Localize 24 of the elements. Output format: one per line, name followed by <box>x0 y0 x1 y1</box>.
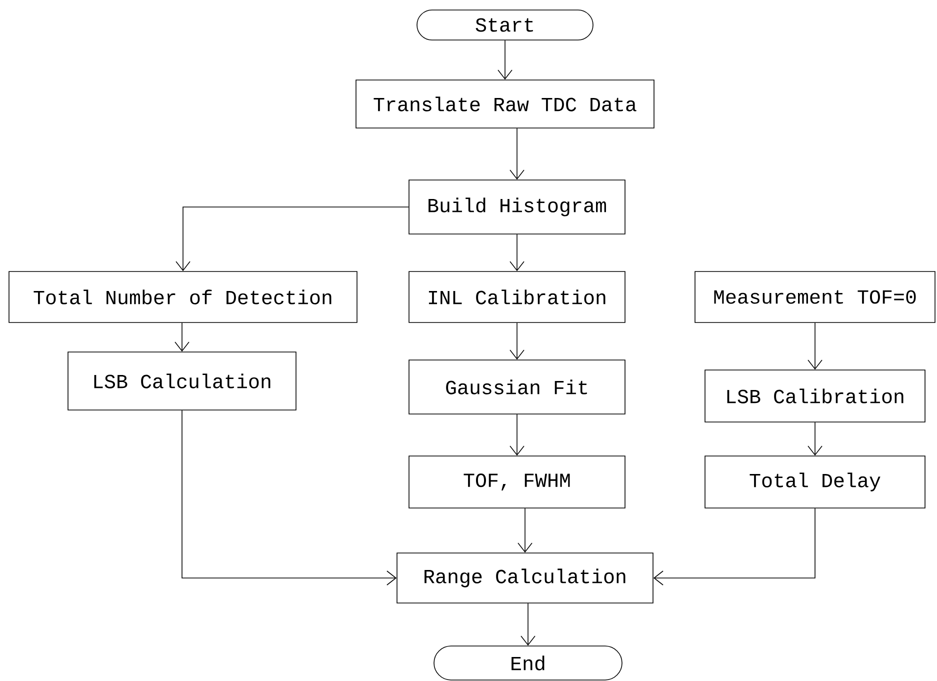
process-box: Total Delay <box>704 456 926 508</box>
process-box: Total Number of Detection <box>8 271 358 323</box>
arrow <box>653 508 816 586</box>
arrow <box>510 234 524 272</box>
process-box: LSB Calibration <box>704 370 926 422</box>
process-box: Gaussian Fit <box>408 360 626 414</box>
arrow <box>510 128 524 180</box>
arrow <box>174 322 190 352</box>
arrow <box>510 322 524 360</box>
process-box: Translate Raw TDC Data <box>356 80 654 128</box>
arrow <box>498 40 512 80</box>
arrow <box>176 206 409 272</box>
process-box: TOF, FWHM <box>408 456 626 508</box>
process-box: LSB Calculation <box>68 352 296 410</box>
arrow <box>510 414 524 456</box>
process-box: Measurement TOF=0 <box>694 271 936 323</box>
process-box: INL Calibration <box>408 271 626 323</box>
arrow <box>808 422 822 456</box>
arrow <box>808 322 822 370</box>
arrow <box>518 508 532 553</box>
arrow <box>182 410 397 586</box>
process-box: Range Calculation <box>396 552 654 604</box>
process-box: Build Histogram <box>408 180 626 234</box>
arrow <box>520 603 536 646</box>
